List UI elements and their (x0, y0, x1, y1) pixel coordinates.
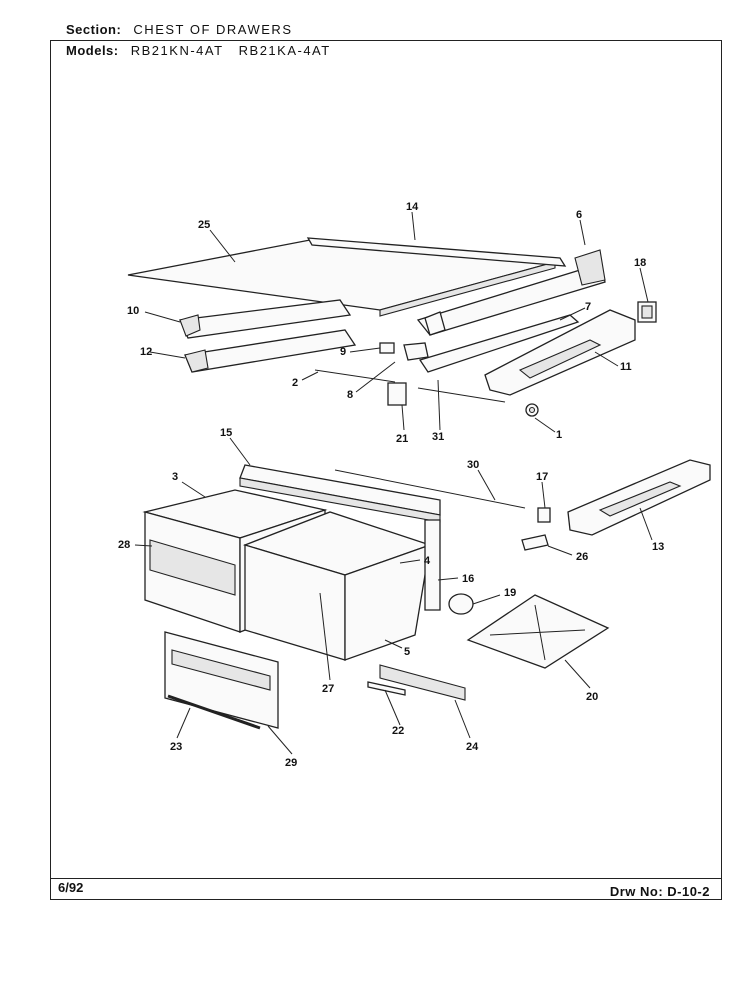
hinge-26-part (521, 534, 549, 551)
drawing-number: Drw No: D-10-2 (609, 884, 710, 899)
side-panel-part (424, 519, 441, 611)
callout-20: 20 (586, 691, 598, 703)
callout-6: 6 (576, 209, 582, 221)
callout-12: 12 (140, 346, 152, 358)
callout-1: 1 (556, 429, 562, 441)
shelf-front-trim-part (306, 237, 567, 267)
callout-8: 8 (347, 389, 353, 401)
callout-26: 26 (576, 551, 588, 563)
callout-29: 29 (285, 757, 297, 769)
section-heading: Section: CHEST OF DRAWERS (66, 22, 293, 37)
callout-17: 17 (536, 471, 548, 483)
section-label: Section: (66, 22, 122, 37)
trim-23-part (167, 694, 261, 730)
drawing-frame (50, 40, 722, 900)
section-value: CHEST OF DRAWERS (133, 22, 293, 37)
callout-21: 21 (396, 433, 408, 445)
rod-2-part (314, 369, 396, 383)
bracket-21-part (387, 382, 407, 406)
callout-30: 30 (467, 459, 479, 471)
callout-13: 13 (652, 541, 664, 553)
bracket-8-part (403, 342, 429, 361)
callout-4: 4 (424, 555, 431, 567)
clip-18-part (637, 301, 657, 323)
callout-10: 10 (127, 305, 139, 317)
callout-14: 14 (406, 201, 419, 213)
callout-23: 23 (170, 741, 182, 753)
callout-25: 25 (198, 219, 210, 231)
nut-1-part (525, 403, 539, 417)
rod-31-part (417, 387, 506, 403)
bracket-9-part (379, 342, 395, 354)
models-heading: Models: RB21KN-4AT RB21KA-4AT (66, 43, 331, 58)
callout-16: 16 (462, 573, 474, 585)
left-rail-upper-part (179, 299, 352, 339)
callout-19: 19 (504, 587, 516, 599)
footer-date: 6/92 (58, 880, 84, 895)
models-value: RB21KN-4AT RB21KA-4AT (130, 43, 331, 58)
leader-lines (134, 211, 653, 755)
clip-19-part (448, 593, 474, 615)
callout-27: 27 (322, 683, 334, 695)
callout-24: 24 (466, 741, 479, 753)
callout-11: 11 (620, 361, 632, 373)
callout-22: 22 (392, 725, 404, 737)
footer-divider (50, 878, 722, 879)
center-slide-part (418, 314, 580, 373)
callout-3: 3 (172, 471, 178, 483)
callout-9: 9 (340, 346, 346, 358)
callout-28: 28 (118, 539, 130, 551)
callout-5: 5 (404, 646, 410, 658)
support-channel-part (484, 309, 636, 396)
right-drawer-part (243, 511, 433, 661)
rail-30-part (334, 469, 526, 509)
drain-tray-part (466, 594, 610, 669)
callout-18: 18 (634, 257, 646, 269)
callout-2: 2 (292, 377, 298, 389)
grille-22-part (367, 681, 406, 696)
grille-24-part (379, 664, 466, 701)
support-channel-lower-part (567, 459, 711, 536)
callout-31: 31 (432, 431, 444, 443)
callout-7: 7 (585, 301, 591, 313)
left-rail-lower-part (184, 329, 357, 373)
models-label: Models: (66, 43, 119, 58)
clip-17-part (537, 507, 551, 523)
right-rail-part (416, 249, 606, 336)
callout-15: 15 (220, 427, 232, 439)
